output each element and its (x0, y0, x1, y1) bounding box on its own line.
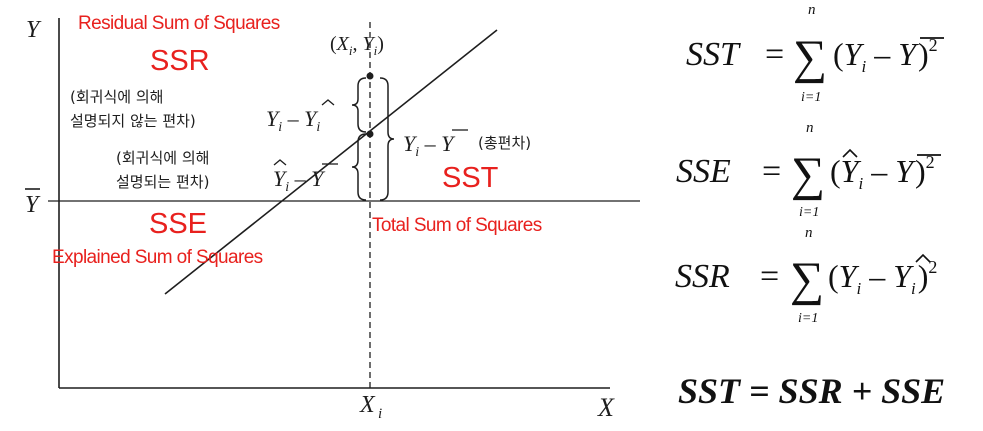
brace-unexplained (351, 77, 367, 133)
unexplained-note-line2: 설명되지 않는 편차) (70, 112, 196, 130)
regression-diagram (48, 18, 640, 389)
brace-total (379, 77, 395, 201)
y-axis-label: Y (26, 17, 42, 43)
svg-text:SSR: SSR (675, 258, 730, 295)
svg-text:Y: Y (25, 192, 41, 218)
fitted-point (366, 130, 374, 138)
svg-text:=: = (760, 258, 779, 295)
svg-text:(Yi – Yi)2: (Yi – Yi)2 (828, 257, 937, 298)
brace-explained (351, 133, 367, 201)
sse-title: Explained Sum of Squares (52, 247, 263, 268)
svg-text:i=1: i=1 (801, 90, 821, 105)
svg-text:(Yi – Y)2: (Yi – Y)2 (833, 35, 938, 76)
unexplained-note-line1: (회귀식에 의해 (70, 88, 163, 106)
svg-text:n: n (805, 225, 813, 241)
ybar-label: Y (25, 188, 41, 218)
sst-title: Total Sum of Squares (372, 215, 542, 236)
svg-text:n: n (808, 2, 816, 18)
ssr-title: Residual Sum of Squares (78, 13, 280, 34)
svg-text:n: n (806, 120, 814, 136)
svg-text:Yi – Yi: Yi – Yi (266, 106, 320, 135)
svg-text:Yi – Y: Yi – Y (403, 131, 456, 160)
explained-note-line1: (회귀식에 의해 (116, 149, 209, 167)
total-formula: Yi – Y (403, 129, 468, 160)
svg-text:(Yi – Y)2: (Yi – Y)2 (830, 152, 935, 193)
svg-text:SSE: SSE (676, 153, 731, 190)
svg-text:=: = (765, 36, 784, 73)
explained-note-line2: 설명되는 편차) (116, 173, 209, 191)
svg-text:Yi – Y: Yi – Y (273, 166, 326, 195)
svg-text:SST: SST (686, 36, 741, 73)
regression-line (164, 29, 498, 295)
sst-label: SST (442, 162, 499, 194)
xi-axis-label: X i (359, 392, 382, 422)
explained-formula: Yi – Y (273, 159, 338, 195)
point-label: (Xi, Yi) (330, 33, 384, 58)
total-deviation-note: (총편차) (478, 134, 531, 152)
sse-label: SSE (149, 208, 207, 240)
sst-identity: SST = SSR + SSE (678, 371, 945, 411)
svg-text:∑: ∑ (791, 148, 825, 201)
sse-formula: SSE = n ∑ i=1 (Yi – Y)2 (676, 120, 941, 220)
ssr-formula: SSR = n ∑ i=1 (Yi – Yi)2 (675, 225, 937, 326)
ssr-label: SSR (150, 45, 210, 77)
svg-text:∑: ∑ (793, 31, 827, 84)
svg-text:=: = (762, 153, 781, 190)
svg-text:X: X (359, 392, 376, 418)
svg-text:i: i (378, 406, 382, 422)
sst-formula: SST = n ∑ i=1 (Yi – Y)2 (686, 2, 944, 105)
svg-text:i=1: i=1 (798, 311, 818, 326)
svg-text:i=1: i=1 (799, 205, 819, 220)
observed-point (366, 72, 374, 80)
svg-text:∑: ∑ (790, 253, 824, 306)
unexplained-formula: Yi – Yi (266, 99, 335, 135)
x-axis-label: X (597, 393, 615, 422)
